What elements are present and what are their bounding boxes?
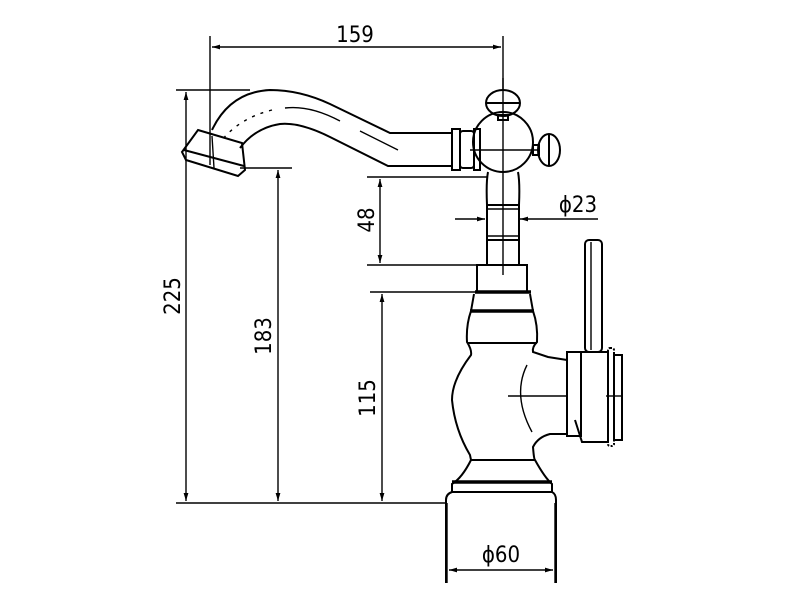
dim-label-115: 115	[356, 379, 381, 417]
faucet-body	[445, 293, 568, 583]
dim-label-d60: ϕ60	[482, 543, 520, 568]
dim-label-159: 159	[336, 23, 374, 48]
lever-handle	[566, 239, 623, 447]
dimension-spout-reach: 159	[209, 23, 504, 165]
dimension-body-height: 115	[356, 291, 475, 501]
dimension-column-diameter: ϕ23	[455, 193, 598, 222]
dim-label-d23: ϕ23	[559, 193, 597, 218]
dimension-total-height: 225	[161, 89, 447, 504]
valve-head	[470, 78, 561, 275]
column	[475, 171, 531, 294]
dim-label-225: 225	[161, 277, 186, 315]
dimension-base-diameter: ϕ60	[446, 503, 556, 583]
dimension-spout-height: 183	[240, 167, 292, 501]
dim-label-183: 183	[252, 317, 277, 355]
dim-label-48: 48	[355, 207, 380, 232]
spout	[180, 88, 452, 178]
dimension-column-height: 48	[355, 176, 487, 266]
